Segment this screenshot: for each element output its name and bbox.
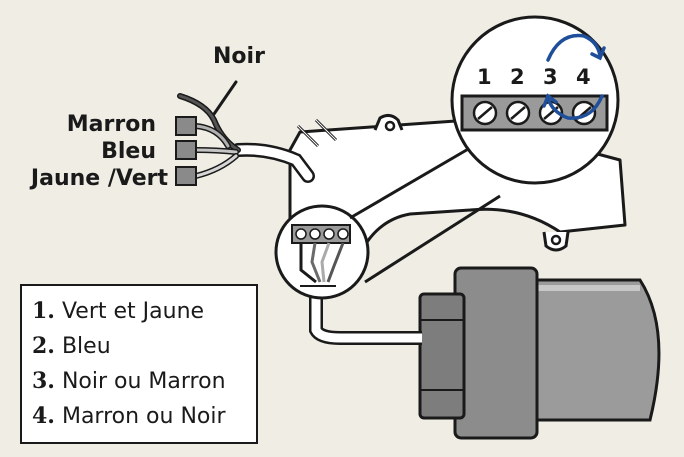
loose-wires <box>177 80 241 179</box>
legend-item: 3. Noir ou Marron <box>32 368 226 394</box>
wire-label-black: Noir <box>213 44 265 69</box>
terminal-detail-small <box>274 204 370 300</box>
legend-item: 2. Bleu <box>32 333 111 359</box>
wire-connectors <box>175 116 197 186</box>
terminal-screw-slot <box>477 106 493 120</box>
connector-brown <box>175 116 197 136</box>
terminal-number-2: 2 <box>510 65 525 89</box>
terminal-screws <box>472 100 597 126</box>
connector-blue <box>175 140 197 160</box>
terminal-number-3: 3 <box>543 65 558 89</box>
motor-tube <box>418 266 661 440</box>
terminal-screw-slot <box>510 106 526 120</box>
connector-yellow-green <box>175 166 197 186</box>
terminal-number-1: 1 <box>477 65 492 89</box>
wire-label-brown: Marron <box>66 112 156 137</box>
legend-item: 4. Marron ou Noir <box>32 403 226 429</box>
terminal-number-4: 4 <box>576 65 591 89</box>
wire-label-yellow-green: Jaune /Vert <box>30 166 168 191</box>
zoom-leader-top <box>349 146 471 220</box>
legend-item: 1. Vert et Jaune <box>32 298 205 324</box>
swap-arrow-icon <box>542 33 606 120</box>
zoom-leader-bottom <box>364 194 501 284</box>
wire-label-blue: Bleu <box>101 139 156 164</box>
wiring-legend: 1. Vert et Jaune 2. Bleu 3. Noir ou Marr… <box>20 284 258 444</box>
